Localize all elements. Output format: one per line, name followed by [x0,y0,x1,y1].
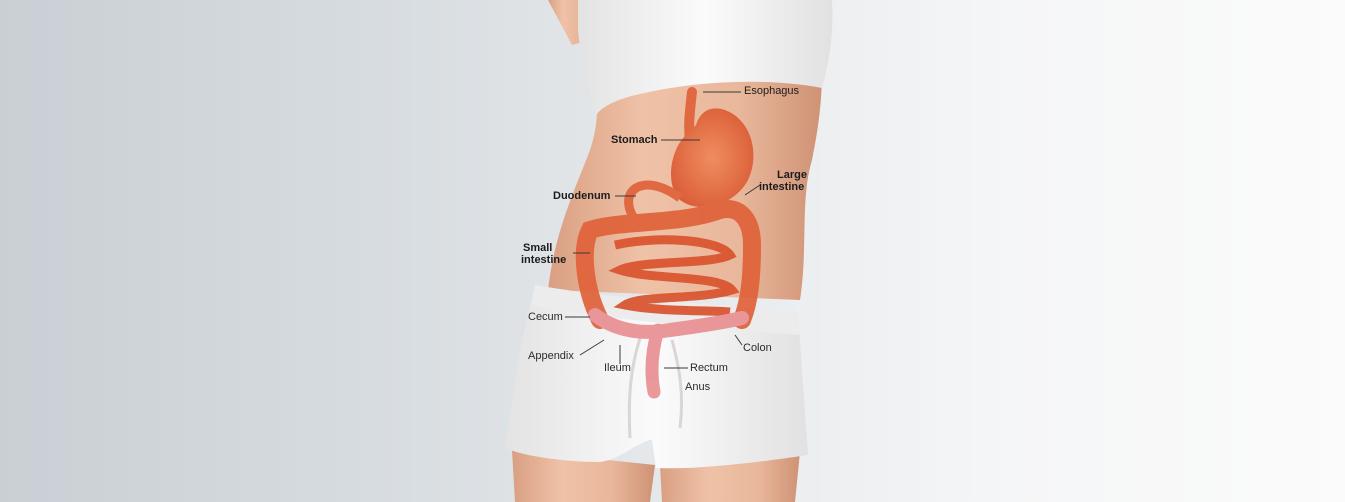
label-large-intestine-line1: Large [777,169,807,181]
rectum-organ [645,323,665,399]
leader-lines [565,91,761,369]
label-appendix: Appendix [528,350,574,362]
label-colon: Colon [743,342,772,354]
label-esophagus: Esophagus [744,85,800,97]
label-ileum: Ileum [604,362,631,374]
label-rectum: Rectum [690,362,728,374]
label-large-intestine-line2: intestine [759,181,805,193]
crop-top [578,0,833,116]
label-cecum: Cecum [528,311,563,323]
left-leg [512,450,655,502]
colon-organ [588,308,749,339]
label-small-intestine-line1: Small [523,242,553,254]
label-stomach: Stomach [611,134,658,146]
label-small-intestine-line2: intestine [521,254,567,266]
label-anus: Anus [685,381,711,393]
stomach-organ [671,108,754,208]
small-intestine-organ [608,235,740,317]
label-duodenum: Duodenum [553,190,611,202]
